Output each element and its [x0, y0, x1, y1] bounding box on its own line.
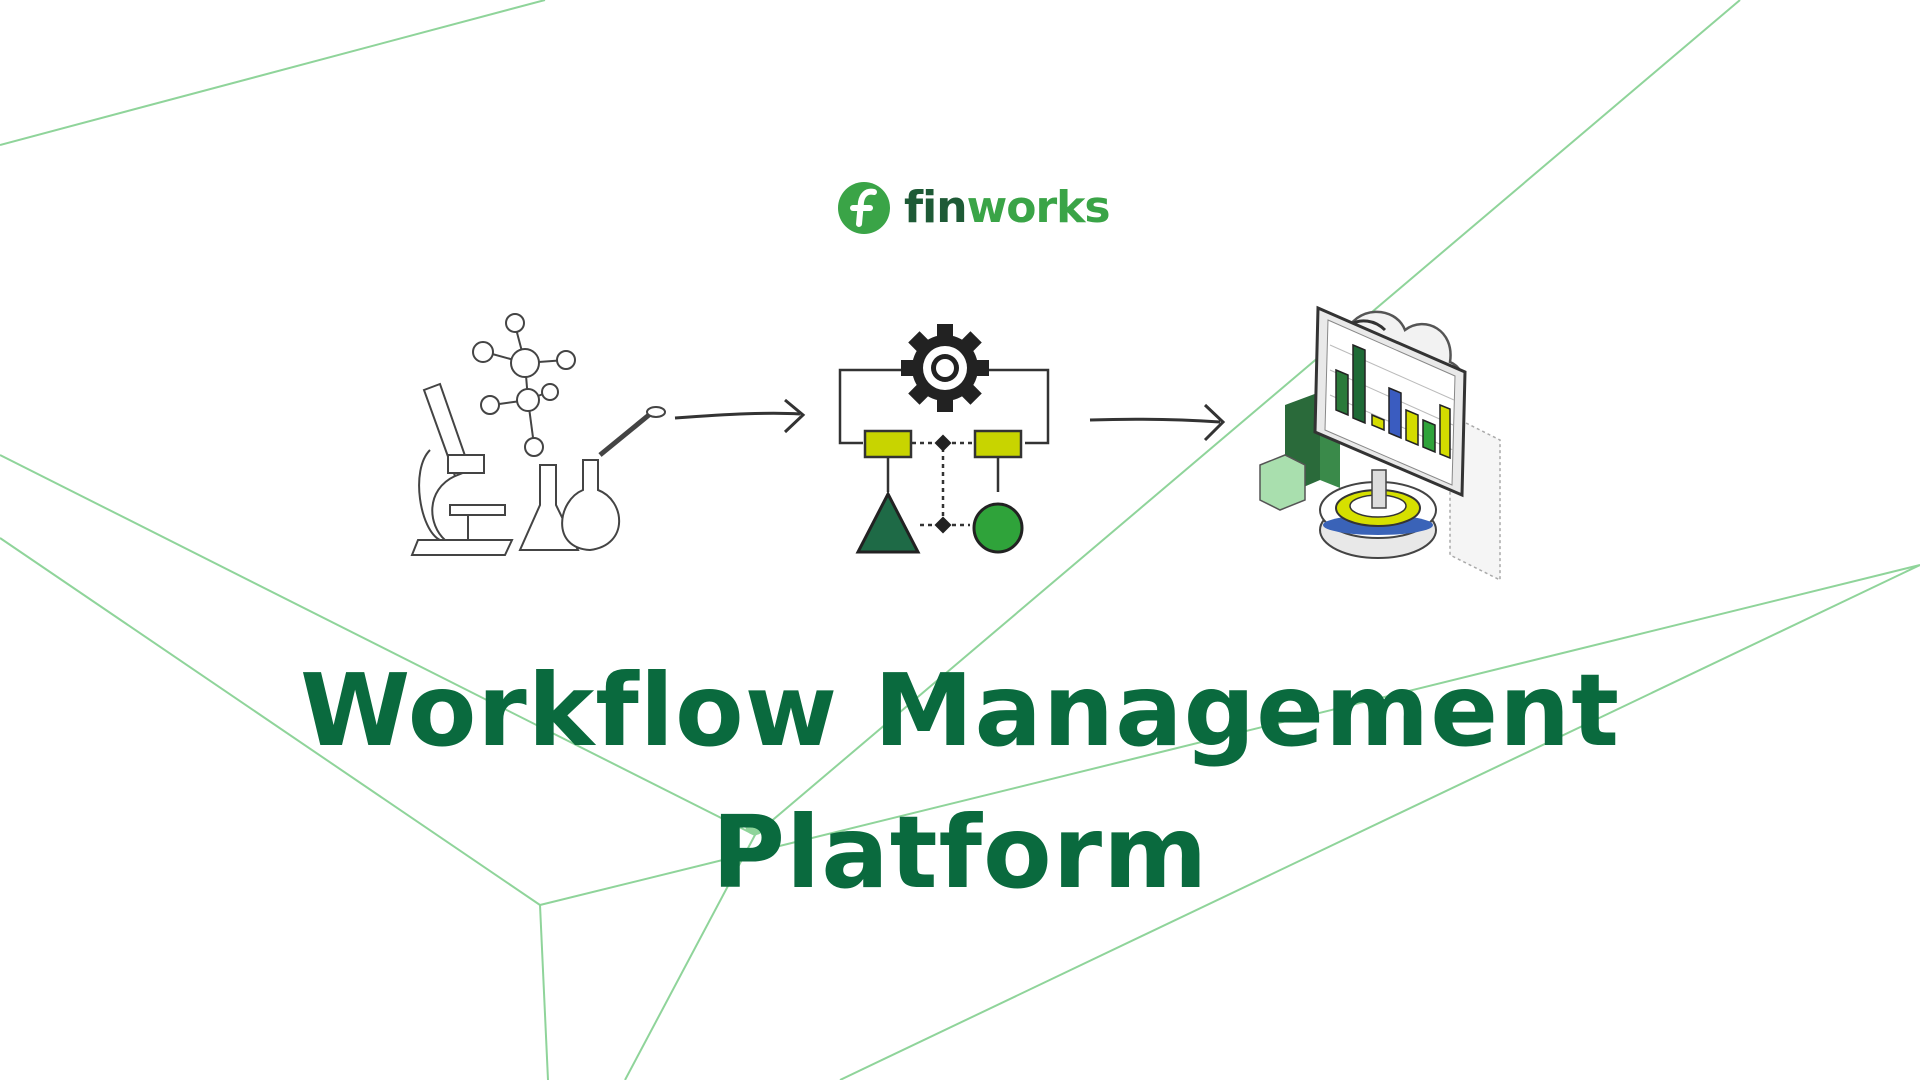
arrow-right-icon — [674, 398, 806, 434]
brand-name-part1: fin — [904, 182, 968, 233]
analytics-dashboard-icon — [1259, 305, 1501, 582]
arrow-right-icon — [1089, 403, 1226, 442]
title-line-2: Platform — [711, 794, 1209, 911]
brand-logo: finworks — [836, 180, 1111, 236]
workflow-process-icon — [838, 324, 1050, 554]
title-line-1: Workflow Management — [299, 652, 1621, 769]
brand-name: finworks — [904, 186, 1111, 230]
accent-dot — [745, 815, 765, 835]
page-title: Workflow Management Platform — [0, 640, 1920, 924]
lab-equipment-icon — [410, 313, 666, 556]
finworks-logo-icon — [838, 182, 890, 234]
brand-name-part2: works — [966, 182, 1111, 233]
